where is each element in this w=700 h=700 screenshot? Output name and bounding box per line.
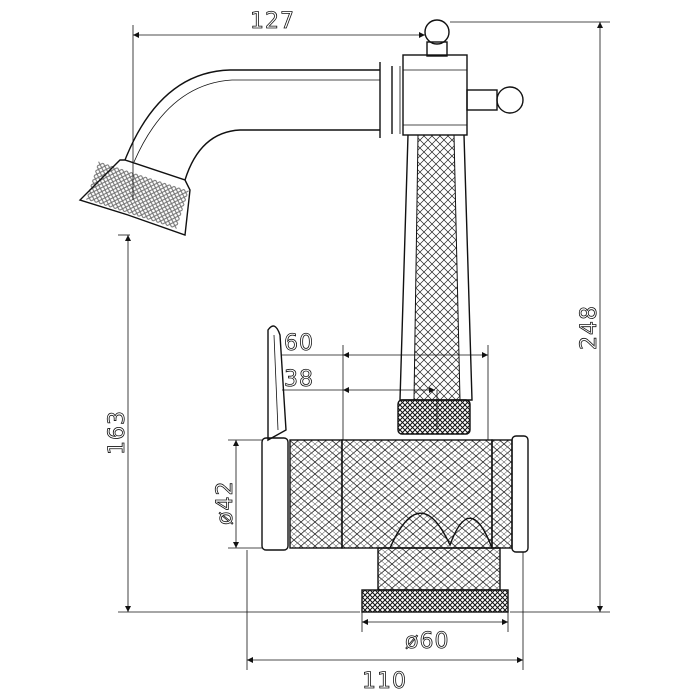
lever-handle (267, 325, 287, 442)
dim-base-diameter: ø60 (405, 629, 449, 654)
dim-spout-height: 163 (105, 410, 130, 455)
dim-body-diameter: ø42 (213, 481, 238, 525)
spout (78, 62, 401, 236)
dimension-lines (118, 21, 610, 670)
body (261, 435, 529, 613)
column (397, 19, 524, 435)
dim-top-diameter: 60 (284, 331, 314, 356)
dim-column-offset: 38 (284, 367, 314, 392)
dim-overall-width: 127 (250, 9, 295, 34)
dim-base-width: 110 (362, 669, 407, 694)
dim-overall-height: 248 (577, 305, 602, 350)
